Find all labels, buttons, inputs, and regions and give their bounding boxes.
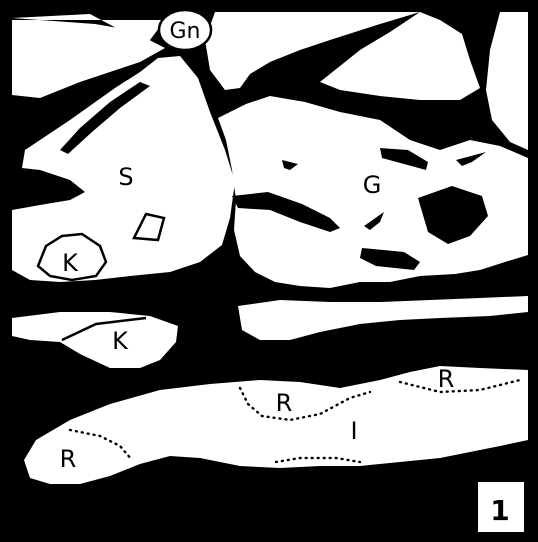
label-r-left: R <box>60 445 77 473</box>
panel-number: 1 <box>490 494 509 527</box>
label-gn: Gn <box>170 19 201 44</box>
label-r-middle: R <box>276 389 293 417</box>
label-i: I <box>350 417 357 445</box>
label-g: G <box>363 171 382 199</box>
label-k-grain: K <box>112 327 129 355</box>
label-s: S <box>118 163 133 191</box>
label-r-right: R <box>438 365 455 393</box>
label-k-inclusion: K <box>62 249 79 277</box>
